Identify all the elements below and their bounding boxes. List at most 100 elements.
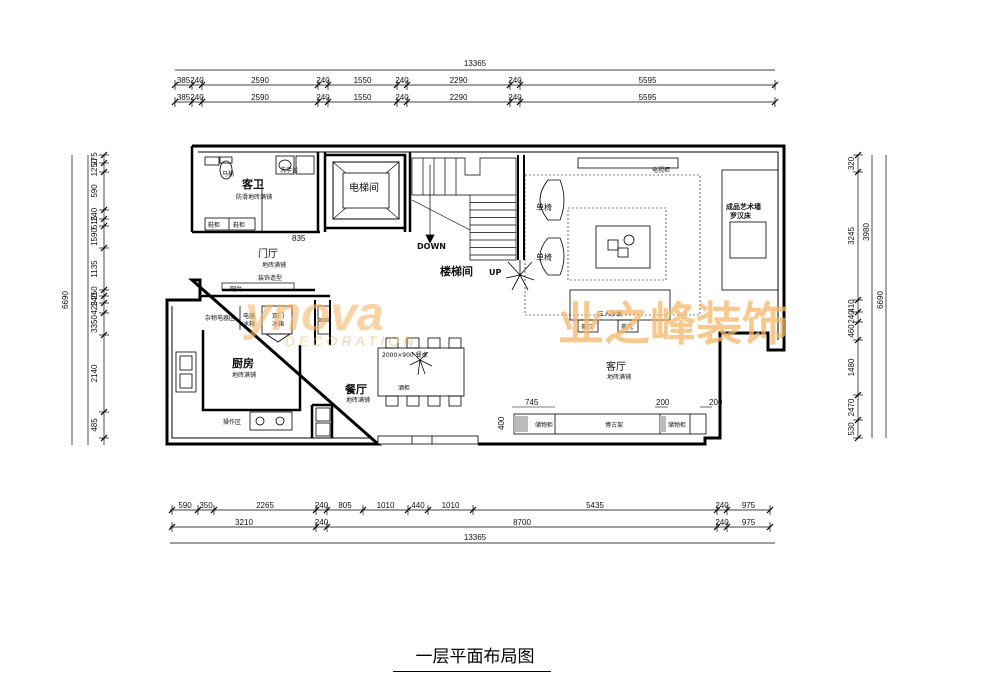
top-row2-dim-1: 240	[190, 93, 204, 102]
left-dim-5: 1590	[90, 228, 99, 246]
dining-floor: 地砖满铺	[346, 396, 370, 404]
top-row2-dim-3: 240	[316, 93, 330, 102]
living-floor: 地砖满铺	[607, 373, 631, 381]
bot-row1-dim-7: 1010	[442, 501, 460, 510]
left-total-dim: 6690	[61, 291, 70, 309]
watermark-brand-cn: 业之峰装饰	[558, 297, 788, 351]
elevator-label: 电梯间	[349, 181, 379, 194]
bottom-dimensions	[168, 505, 775, 544]
misc-area-label: 杂物电器区	[205, 314, 235, 322]
bot-row2-dim-2: 8700	[513, 518, 531, 527]
top-row1-dim-6: 2290	[450, 76, 468, 85]
cabinet-dim-745: 745	[525, 398, 539, 407]
shoe-cabinet-label-2: 鞋柜	[233, 221, 245, 229]
right-dim-1: 3245	[847, 227, 856, 245]
side-table-2-label: 茶几	[621, 323, 633, 331]
cabinet-depth-dim: 400	[497, 416, 506, 430]
bot-row1-dim-6: 440	[411, 501, 425, 510]
left-dim-1: 1250	[90, 158, 99, 176]
tv-label: 电视柜	[652, 166, 670, 174]
sofa-label: 三人沙发	[598, 310, 622, 318]
top-row1-dim-2: 2590	[251, 76, 269, 85]
toilet-label: 马桶	[222, 170, 234, 178]
left-dim-4: 515	[90, 215, 99, 229]
top-row1-dim-8: 5595	[639, 76, 657, 85]
shoe-cabinet-label: 鞋柜	[208, 221, 220, 229]
decor-feature	[221, 282, 295, 291]
bottom-total-dim: 13365	[464, 533, 487, 542]
bot-row1-dim-9: 240	[715, 501, 729, 510]
bot-row1-dim-3: 240	[315, 501, 329, 510]
guest-bath-label: 客卫	[241, 177, 264, 191]
luohan-bed-label: 罗汉床	[730, 211, 752, 220]
left-dim-11: 2140	[90, 364, 99, 382]
kitchen	[175, 305, 331, 437]
left-dim-3: 240	[90, 207, 99, 221]
drawing-title: 一层平面布局图	[415, 647, 535, 667]
top-row1-dim-7: 240	[508, 76, 522, 85]
top-row2-dim-2: 2590	[251, 93, 269, 102]
fridge-label: 冰箱	[243, 320, 255, 328]
bot-row1-dim-2: 2265	[256, 501, 274, 510]
top-row2-dim-5: 240	[395, 93, 409, 102]
right-dim-3: 240	[847, 310, 856, 324]
foyer-label: 门厅	[258, 247, 278, 260]
right-dim-6: 2470	[847, 398, 856, 416]
guest-bath	[204, 155, 315, 232]
living-furniture	[513, 157, 779, 435]
top-row1-dim-0: 385	[177, 76, 191, 85]
bar-label: 吧台	[230, 285, 242, 293]
decor-label: 装饰造型	[258, 274, 282, 282]
cabinet-3-label: 储物柜	[668, 421, 686, 429]
watermark-brand-en: ynova	[243, 288, 384, 341]
dining-table	[377, 337, 465, 407]
left-segment-dims: 2751250590240515159011352502404253350214…	[90, 152, 99, 432]
left-dimensions	[71, 151, 109, 445]
left-dim-8: 240	[90, 292, 99, 306]
bot-row1-dim-1: 350	[199, 501, 213, 510]
living-label: 客厅	[606, 360, 626, 373]
sideboard-label: 酒柜	[398, 384, 410, 392]
top-row2-dim-4: 1550	[354, 93, 372, 102]
top-row2-dim-7: 240	[508, 93, 522, 102]
top-row2-dim-0: 385	[177, 93, 191, 102]
bot-row1-dim-5: 1010	[377, 501, 395, 510]
cabinet-1-label: 储物柜	[535, 421, 553, 429]
armchair-1-label: 单椅	[536, 202, 552, 212]
dining-label: 餐厅	[344, 382, 367, 396]
right-dim-7: 530	[847, 422, 856, 436]
stair-down-label: DOWN	[417, 242, 446, 251]
stair-up-label: UP	[489, 268, 501, 277]
guest-bath-floor: 防滑地砖满铺	[236, 193, 272, 201]
top-row1-dim-4: 1550	[354, 76, 372, 85]
title-underline	[393, 671, 551, 672]
foyer-door-dim: 835	[292, 234, 306, 243]
left-dim-7: 250	[90, 286, 99, 300]
art-wall-label: 成品艺术墙	[726, 202, 761, 211]
staircase	[411, 157, 517, 261]
bot-row1-dim-8: 5435	[586, 501, 604, 510]
bot-row2-dim-0: 3210	[235, 518, 253, 527]
bot-row1-dim-10: 975	[742, 501, 756, 510]
right-dim-5: 1480	[847, 358, 856, 376]
top-row2-dim-6: 2290	[450, 93, 468, 102]
cabinet-dim-200-b: 200	[709, 398, 723, 407]
watermark-sub: DECORATION	[285, 333, 417, 349]
kitchen-floor: 地砖满铺	[232, 371, 256, 379]
left-dim-0: 275	[90, 152, 99, 166]
left-dim-10: 3350	[90, 315, 99, 333]
top-dimensions	[171, 69, 779, 107]
elec-label: 电器	[243, 312, 255, 320]
cabinet-2-label: 博古架	[605, 421, 623, 429]
right-dimensions	[853, 151, 887, 442]
wash-label: 洗手盆	[280, 166, 298, 174]
elevator-shaft	[332, 161, 400, 220]
left-dim-2: 590	[90, 184, 99, 198]
bot-row1-dim-0: 590	[178, 501, 192, 510]
right-dim-2: 410	[847, 299, 856, 313]
right-total-dim: 6690	[876, 291, 885, 309]
right-dim-4: 460	[847, 324, 856, 338]
